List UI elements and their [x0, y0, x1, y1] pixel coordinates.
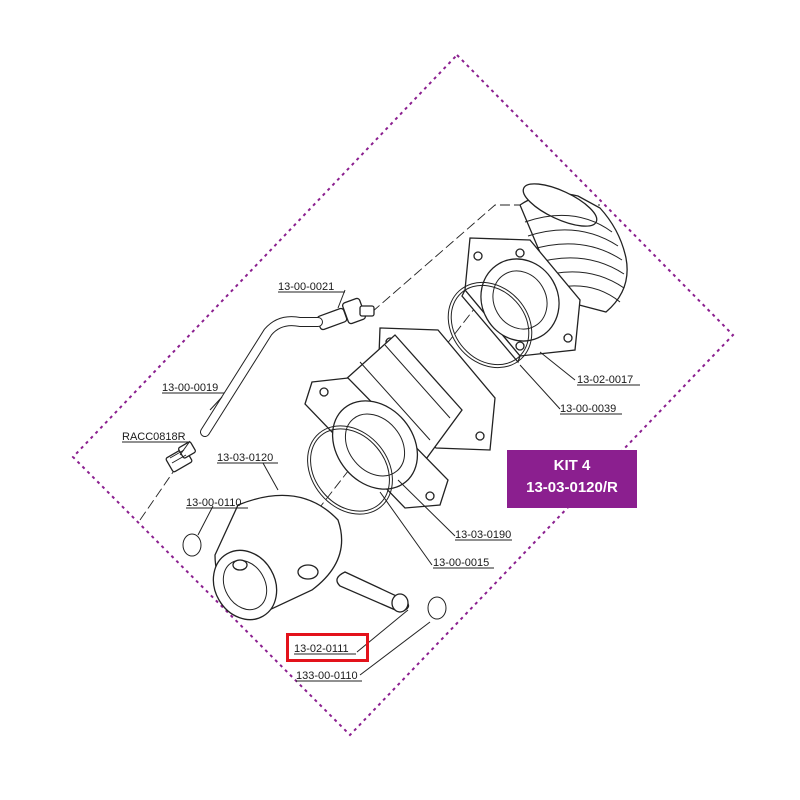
snap-ring-left-part: [182, 533, 202, 557]
label-13-00-0021: 13-00-0021: [278, 281, 334, 293]
kit-boundary: [71, 53, 735, 737]
bellows-flange-part: [461, 183, 628, 364]
label-racc0818r: RACC0818R: [122, 431, 186, 443]
cylinder-body-part: [212, 494, 343, 621]
kit-badge: KIT 4 13-03-0120/R: [507, 450, 637, 508]
label-13-00-0019: 13-00-0019: [162, 382, 218, 394]
connector-part: [165, 441, 196, 473]
elbow-fitting-part: [316, 297, 375, 331]
label-13-00-0110: 13-00-0110: [186, 497, 241, 509]
label-13-00-0039: 13-00-0039: [560, 403, 616, 415]
part-labels: 13-00-0021 13-02-0017 13-00-0039 13-00-0…: [122, 281, 640, 682]
kit-code: 13-03-0120/R: [526, 479, 618, 496]
snap-ring-right-part: [427, 596, 447, 620]
label-13-03-0190: 13-03-0190: [455, 529, 511, 541]
o-ring-medium-part: [307, 425, 393, 515]
highlight-box: [286, 633, 369, 662]
label-13-00-0015: 13-00-0015: [433, 557, 489, 569]
leader-lines: [179, 289, 576, 676]
label-13-02-0017: 13-02-0017: [577, 374, 633, 386]
label-133-00-0110: 133-00-0110: [296, 670, 358, 682]
o-ring-large-part: [447, 281, 533, 369]
label-13-02-0111: 13-02-0111: [294, 643, 349, 655]
label-13-03-0120: 13-03-0120: [217, 452, 273, 464]
hose-part: [200, 316, 323, 437]
kit-title: KIT 4: [553, 457, 591, 474]
pin-part: [336, 571, 410, 613]
